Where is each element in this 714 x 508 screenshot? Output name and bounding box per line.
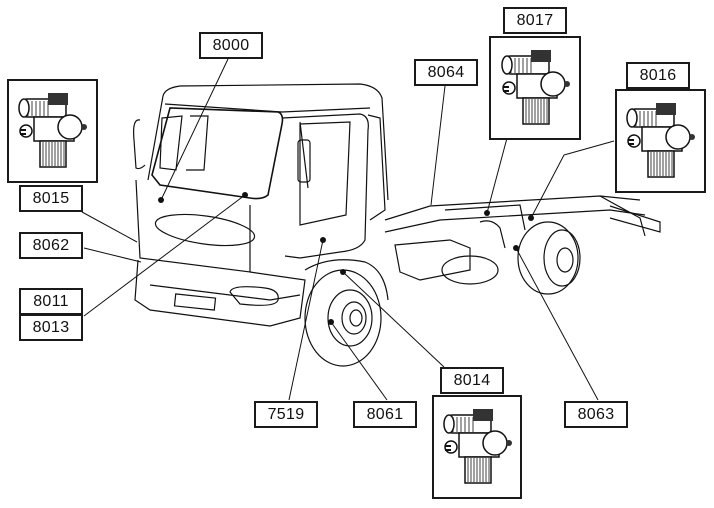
valve-icon bbox=[443, 408, 513, 484]
label-8013: 8013 bbox=[19, 314, 83, 341]
label-8015: 8015 bbox=[19, 185, 83, 212]
label-8062: 8062 bbox=[19, 232, 83, 259]
component-thumbnail-8014 bbox=[432, 395, 522, 499]
valve-icon bbox=[501, 49, 571, 125]
rear-wheel bbox=[517, 221, 581, 295]
label-8061: 8061 bbox=[353, 401, 417, 428]
label-8014: 8014 bbox=[440, 367, 504, 394]
label-8000: 8000 bbox=[199, 32, 263, 59]
label-8017: 8017 bbox=[503, 7, 567, 34]
leader-lines bbox=[81, 58, 615, 401]
label-8016: 8016 bbox=[626, 62, 690, 89]
label-7519: 7519 bbox=[254, 401, 318, 428]
label-8011: 8011 bbox=[19, 288, 83, 315]
component-thumbnail-8015 bbox=[7, 79, 98, 183]
chassis-frame bbox=[384, 195, 661, 285]
valve-icon bbox=[626, 102, 696, 178]
label-8064: 8064 bbox=[414, 59, 478, 86]
front-wheel bbox=[304, 259, 389, 367]
truck-cab bbox=[133, 83, 389, 327]
valve-icon bbox=[18, 92, 88, 168]
label-8063: 8063 bbox=[564, 401, 628, 428]
component-thumbnail-8017 bbox=[489, 36, 581, 140]
callout-dots bbox=[158, 192, 534, 325]
component-thumbnail-8016 bbox=[615, 89, 706, 193]
